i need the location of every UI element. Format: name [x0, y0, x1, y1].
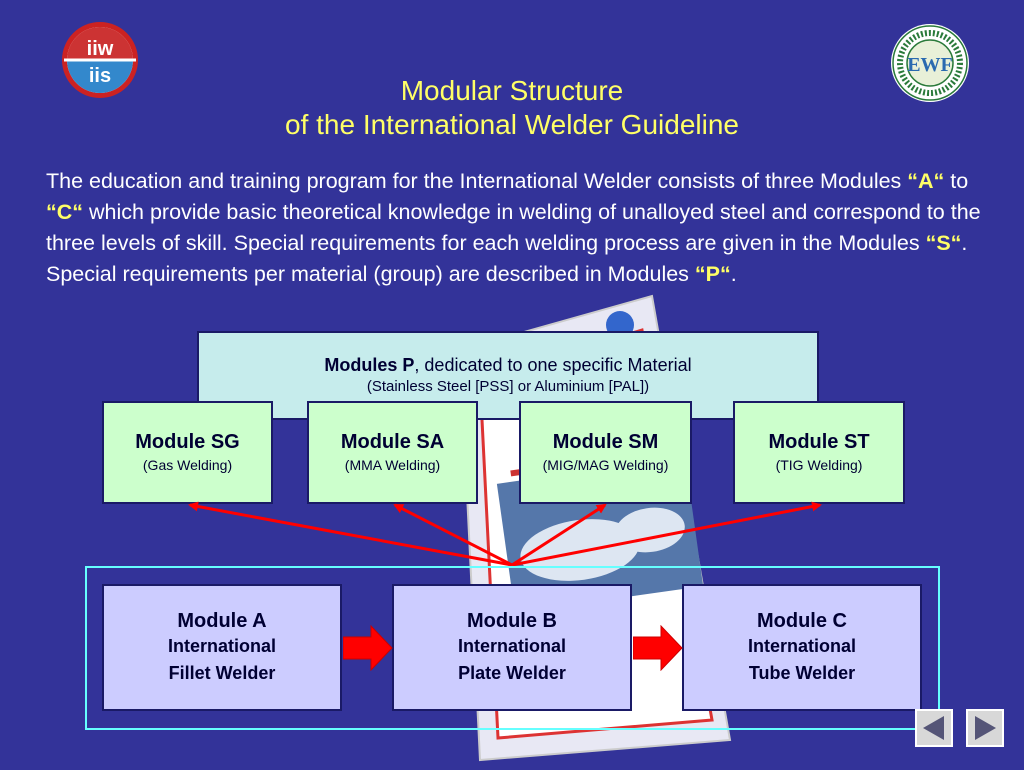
arrow-a-to-b	[343, 625, 393, 671]
modules-p-line-2: (Stainless Steel [PSS] or Aluminium [PAL…	[366, 378, 650, 395]
highlight-s: “S“	[925, 231, 962, 255]
module-c-title: Module C	[757, 610, 847, 632]
module-sa-subtitle: (MMA Welding)	[344, 457, 441, 473]
next-slide-button[interactable]	[966, 709, 1004, 747]
intro-text-2: to	[944, 169, 969, 193]
module-a-line-2: Fillet Welder	[168, 663, 276, 683]
iiw-iis-logo: iiw iis	[62, 22, 138, 98]
module-sm-subtitle: (MIG/MAG Welding)	[542, 457, 669, 473]
title-line-1: Modular Structure	[400, 75, 624, 106]
core-modules-frame	[85, 566, 940, 730]
module-a-box: Module A International Fillet Welder	[102, 584, 342, 711]
module-sg-subtitle: (Gas Welding)	[142, 457, 233, 473]
logo-text-bottom: iis	[89, 65, 111, 87]
module-b-line-2: Plate Welder	[458, 663, 566, 683]
module-a-title: Module A	[177, 610, 267, 632]
module-sg-title: Module SG	[135, 431, 240, 453]
title-line-2: of the International Welder Guideline	[285, 109, 739, 140]
module-c-line-1: International	[747, 636, 856, 656]
arrow-to-st	[511, 501, 822, 567]
modules-p-rest: , dedicated to one specific Material	[414, 355, 692, 375]
ewf-text: EWF	[907, 54, 953, 76]
intro-text-3: which provide basic theoretical knowledg…	[46, 200, 981, 255]
arrow-to-sm	[511, 503, 607, 567]
module-sm-title: Module SM	[552, 431, 659, 453]
module-sa-box: Module SA (MMA Welding)	[307, 401, 478, 504]
module-st-title: Module ST	[768, 431, 870, 453]
previous-slide-button[interactable]	[915, 709, 953, 747]
ewf-logo: EWF	[891, 24, 969, 102]
module-c-line-2: Tube Welder	[748, 663, 856, 683]
module-sa-title: Module SA	[340, 431, 445, 453]
module-b-box: Module B International Plate Welder	[392, 584, 632, 711]
modules-p-bold: Modules P	[324, 355, 415, 375]
intro-text-1: The education and training program for t…	[46, 169, 908, 193]
module-sm-box: Module SM (MIG/MAG Welding)	[519, 401, 692, 504]
module-st-box: Module ST (TIG Welding)	[733, 401, 905, 504]
intro-text-4: . Special requirements per material (gro…	[46, 231, 968, 286]
module-b-line-1: International	[457, 636, 566, 656]
modules-p-box: Modules P, dedicated to one specific Mat…	[197, 331, 819, 420]
highlight-c: “C“	[46, 200, 84, 224]
module-c-box: Module C International Tube Welder	[682, 584, 922, 711]
modules-p-line-1: Modules P, dedicated to one specific Mat…	[199, 355, 817, 376]
intro-paragraph: The education and training program for t…	[46, 166, 986, 290]
module-st-subtitle: (TIG Welding)	[775, 457, 863, 473]
triangle-left-icon	[923, 716, 944, 740]
triangle-right-icon	[975, 716, 996, 740]
module-a-line-1: International	[167, 636, 276, 656]
highlight-a: “A“	[907, 169, 945, 193]
intro-text-5: .	[730, 262, 737, 286]
module-b-title: Module B	[467, 610, 557, 632]
page-title: Modular Structure of the International W…	[0, 74, 1024, 142]
arrow-to-sg	[188, 501, 513, 567]
arrow-b-to-c	[633, 625, 683, 671]
logo-text-top: iiw	[87, 38, 114, 60]
arrow-to-sa	[393, 503, 513, 567]
module-sg-box: Module SG (Gas Welding)	[102, 401, 273, 504]
highlight-p: “P“	[694, 262, 731, 286]
